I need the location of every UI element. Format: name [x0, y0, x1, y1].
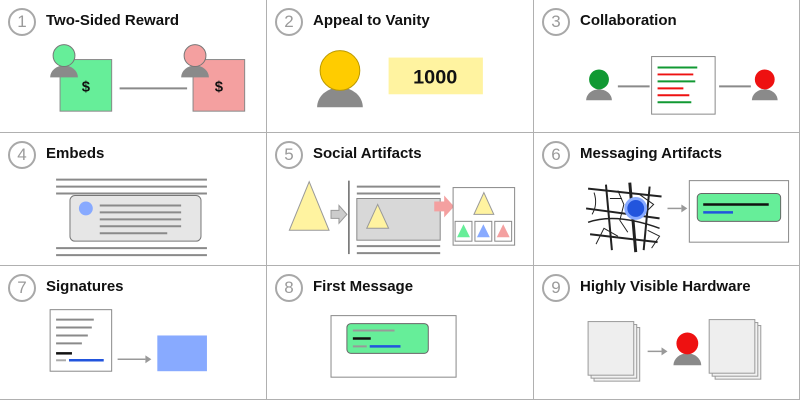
- pink-arrow-icon: [434, 195, 455, 218]
- pattern-number-badge: 8: [275, 274, 303, 302]
- left-user-body: [586, 89, 612, 101]
- pattern-title: Collaboration: [580, 12, 677, 29]
- source-triangle: [288, 180, 330, 231]
- pattern-title: Messaging Artifacts: [580, 145, 722, 162]
- cell-two-sided-reward: $ $ 1 Two-Sided Reward: [0, 0, 267, 133]
- cell-messaging-artifacts: 6 Messaging Artifacts: [534, 133, 800, 266]
- pink-reward-card: [192, 59, 246, 112]
- gray-arrow-icon: [330, 204, 348, 225]
- pattern-title: First Message: [313, 278, 414, 295]
- arrow-head: [681, 204, 688, 213]
- appeal-to-vanity-illustration: 1000: [317, 50, 483, 108]
- pink-dollar-icon: $: [215, 79, 224, 95]
- user-body: [317, 87, 363, 108]
- blue-destination-box: [157, 335, 207, 372]
- pattern-number-badge: 3: [542, 8, 570, 36]
- pattern-number-badge: 5: [275, 141, 303, 169]
- social-artifacts-illustration: [288, 180, 516, 255]
- pattern-title: Two-Sided Reward: [46, 12, 180, 29]
- pattern-number-badge: 9: [542, 274, 570, 302]
- pink-user-head: [183, 44, 207, 67]
- pattern-number-badge: 1: [8, 8, 36, 36]
- red-user-head: [676, 332, 699, 355]
- score-box: [388, 57, 483, 95]
- messaging-artifacts-illustration: [585, 180, 790, 253]
- highly-visible-hardware-illustration: [587, 319, 762, 382]
- embeds-illustration: [56, 178, 207, 257]
- message-bubble: [696, 193, 782, 222]
- embedded-card: [69, 195, 202, 242]
- embed-avatar: [78, 201, 93, 216]
- location-pin-icon: [624, 197, 648, 220]
- red-user-head: [754, 69, 775, 90]
- cell-signatures: 7 Signatures: [0, 266, 267, 400]
- signatures-illustration: [49, 309, 207, 372]
- cell-social-artifacts: 5 Social Artifacts: [267, 133, 534, 266]
- pattern-title: Highly Visible Hardware: [580, 278, 751, 295]
- pattern-title: Appeal to Vanity: [313, 12, 430, 29]
- cell-highly-visible-hardware: 9 Highly Visible Hardware: [534, 266, 800, 400]
- pattern-number-badge: 4: [8, 141, 36, 169]
- green-user-head: [52, 44, 76, 67]
- first-message-illustration: [330, 315, 457, 378]
- two-sided-reward-illustration: $ $: [50, 44, 246, 112]
- cell-appeal-to-vanity: 1000 2 Appeal to Vanity: [267, 0, 534, 133]
- user-body: [673, 353, 702, 366]
- right-user-body: [751, 89, 778, 101]
- cell-embeds: 4 Embeds: [0, 133, 267, 266]
- collaboration-illustration: [586, 56, 778, 115]
- cell-first-message: 8 First Message: [267, 266, 534, 400]
- pink-thumb-triangle: [496, 224, 510, 238]
- panel-triangle: [365, 203, 390, 229]
- stack-page-front: [708, 319, 756, 374]
- gallery-main-triangle: [473, 191, 495, 215]
- pink-user-body: [181, 65, 209, 78]
- arrow-head: [661, 347, 668, 356]
- stack-page-front: [587, 321, 635, 376]
- artifact-panel: [356, 198, 441, 241]
- pattern-number-badge: 2: [275, 8, 303, 36]
- blue-thumb-triangle: [476, 224, 490, 238]
- pattern-number-badge: 7: [8, 274, 36, 302]
- green-thumb-triangle: [457, 224, 470, 238]
- gold-user-head: [319, 50, 361, 91]
- shared-document: [651, 56, 716, 115]
- pattern-title: Signatures: [46, 278, 124, 295]
- pattern-title: Social Artifacts: [313, 145, 422, 162]
- map-thumbnail: [585, 182, 662, 253]
- green-user-body: [50, 65, 78, 78]
- green-dollar-icon: $: [82, 79, 91, 95]
- pattern-title: Embeds: [46, 145, 105, 162]
- vanity-score: 1000: [413, 66, 457, 88]
- cell-collaboration: 3 Collaboration: [534, 0, 800, 133]
- green-user-head: [589, 69, 609, 90]
- arrow-head: [145, 355, 152, 364]
- pattern-number-badge: 6: [542, 141, 570, 169]
